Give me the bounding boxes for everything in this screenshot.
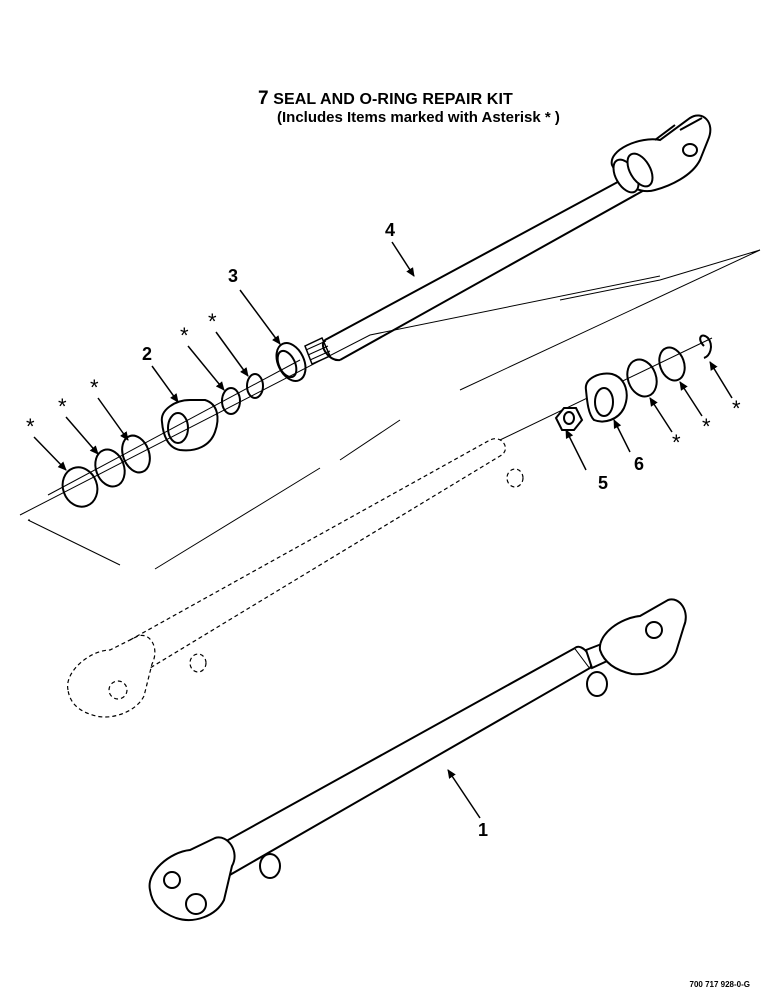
asterisk-2: * [180,323,189,348]
leader-2 [151,365,179,403]
callout-6: 6 [634,454,644,474]
kit-note-prefix: (Includes Items marked with Asterisk [277,109,541,126]
rod-seal-rings [47,342,307,508]
piston-seal-rings [499,334,713,441]
callout-5: 5 [598,473,608,493]
leader-1 [447,769,481,819]
kit-note-star: * [544,109,551,126]
document-number: 700 717 928-0-G [689,980,751,989]
leader-asterisk-2 [187,345,225,391]
leader-4 [391,241,415,277]
leader-asterisk-7 [679,381,703,417]
explode-boundary-top [19,275,661,521]
explode-boundary [27,249,761,570]
asterisk-6: * [672,430,681,455]
asterisk-3: * [90,375,99,400]
callout-4: 4 [385,220,395,240]
asterisk-7: * [702,414,711,439]
kit-note: (Includes Items marked with Asterisk * ) [277,109,560,126]
assembled-cylinder [208,638,620,879]
leader-asterisk-3 [97,397,129,441]
phantom-barrel [67,438,524,718]
leader-3 [239,289,281,345]
callout-3: 3 [228,266,238,286]
callout-2: 2 [142,344,152,364]
piston-rod [304,169,649,366]
leader-6 [613,419,631,453]
cylinder-clevis-bottom [148,836,236,921]
kit-name: SEAL AND O-RING REPAIR KIT [273,91,513,108]
cylinder-clevis-top [598,598,687,676]
leader-asterisk-6 [649,397,673,433]
callout-1: 1 [478,820,488,840]
asterisk-8: * [732,396,741,421]
kit-note-suffix: ) [554,109,560,126]
asterisk-5: * [26,414,35,439]
leader-asterisk-8 [709,361,733,399]
leader-asterisk-1 [215,331,249,377]
leader-asterisk-4 [65,416,99,455]
kit-title: 7 SEAL AND O-RING REPAIR KIT [258,88,513,110]
leader-5 [565,429,587,471]
asterisk-4: * [58,394,67,419]
rod-clevis-top [610,114,712,194]
leader-asterisk-5 [33,436,67,471]
kit-number: 7 [258,88,269,109]
asterisk-1: * [208,309,217,334]
